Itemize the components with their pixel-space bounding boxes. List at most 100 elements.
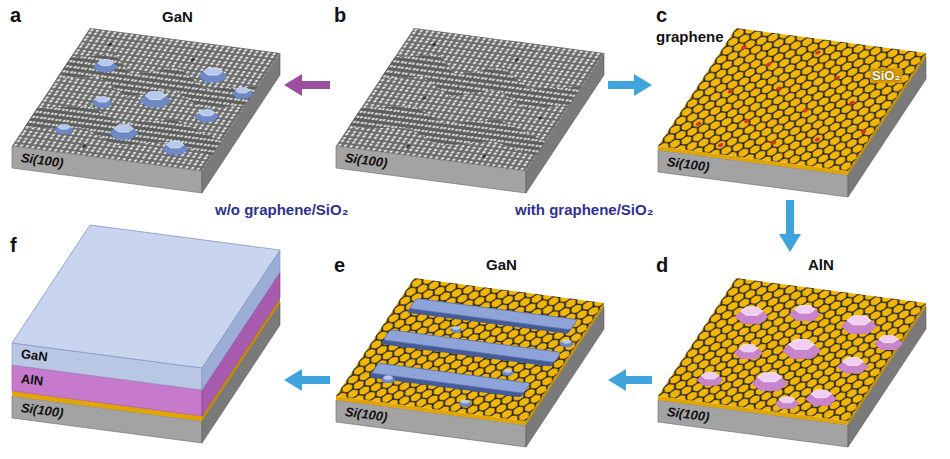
panel-b-art (538, 116, 543, 119)
panel-c-art (658, 28, 926, 171)
layer-label: AlN (20, 371, 44, 389)
panel-c-art (775, 86, 782, 91)
panel-e-art (502, 370, 514, 376)
panel-a-art (140, 92, 171, 108)
panel-c-art (802, 108, 809, 113)
panel-d-art (874, 336, 903, 350)
panel-letter: c (656, 4, 667, 26)
panel-a-art (109, 125, 138, 139)
panel-a-art (54, 124, 73, 134)
panel-b-art (336, 28, 604, 171)
panel-a-art (12, 28, 280, 171)
panel-e-art (336, 278, 604, 421)
substrate-label: Si(100) (344, 150, 388, 170)
panel-c-art (860, 130, 867, 135)
panel-c-art (814, 50, 821, 55)
process-arrow (786, 200, 794, 234)
panel-b-art (422, 96, 427, 99)
panel-d-art (837, 358, 868, 374)
panel-a-art (92, 97, 114, 108)
panel-d-art (752, 373, 788, 391)
panel-e-art (459, 400, 472, 407)
panel-a-art (94, 60, 118, 72)
panel-letter: f (10, 234, 17, 256)
panel-d-art (782, 340, 820, 359)
panel-letter: d (656, 254, 668, 276)
panel-letter: b (334, 4, 346, 26)
substrate-label: Si(100) (20, 400, 64, 420)
panel-c-art (740, 45, 747, 50)
panel-b-art (336, 28, 604, 193)
panel-a-art (20, 100, 232, 159)
panel-b-art (405, 145, 410, 148)
panel-e-art (372, 363, 531, 393)
process-arrow (608, 81, 634, 89)
process-arrow (302, 376, 330, 384)
panel-d-art (775, 397, 799, 409)
panel-b-art (431, 43, 436, 46)
panel-d-art (734, 345, 763, 359)
panel-c-art (834, 76, 841, 81)
panel-e-art (383, 330, 561, 363)
panel-d-art (658, 278, 926, 447)
process-panel: d AlN Si(100) (652, 252, 930, 450)
panel-c-art (658, 28, 926, 171)
panel-b-art (481, 155, 486, 158)
layer-label: GaN (20, 346, 48, 364)
panel-e-art (336, 278, 604, 421)
panel-d-art (658, 278, 926, 421)
panel-a-art (199, 68, 228, 82)
material-label: GaN (486, 256, 517, 273)
panel-a-art (12, 28, 280, 193)
panel-c-art (717, 143, 724, 148)
edge-label: with graphene/SiO₂ (515, 201, 653, 218)
panel-d-art (806, 390, 837, 406)
panel-e-art (381, 376, 395, 383)
panel-e-art (336, 278, 604, 447)
process-panel: fGaN AlN Si(100) (6, 220, 284, 450)
panel-a-art (162, 141, 188, 154)
panel-b-art (374, 49, 590, 114)
panel-e-art (559, 340, 573, 347)
process-panel: c grapheneSiO₂ Si(100) (652, 2, 930, 200)
panel-d-art (841, 316, 877, 334)
panel-e-art (409, 298, 577, 329)
panel-b-art (336, 28, 604, 171)
panel-a-art (81, 145, 86, 148)
panel-c-art (658, 28, 926, 197)
panel-d-art (789, 305, 820, 321)
panel-c-art (679, 41, 912, 164)
panel-f-art (12, 225, 280, 443)
panel-c-art (848, 100, 855, 105)
process-panel: eGaNSi(100) (330, 252, 608, 450)
panel-e-art (450, 327, 462, 333)
panel-a-art (12, 28, 280, 171)
substrate-label: Si(100) (20, 150, 64, 170)
panel-c-art (814, 137, 821, 142)
material-label: AlN (808, 256, 834, 273)
panel-letter: a (10, 4, 21, 26)
panel-c-art (743, 119, 750, 124)
edge-label: w/o graphene/SiO₂ (215, 201, 348, 218)
panel-letter: e (334, 254, 345, 276)
panel-c-art (770, 141, 777, 146)
panel-a-art (190, 58, 195, 61)
panel-a-art (107, 43, 112, 46)
panel-c-art (695, 122, 702, 127)
process-panel: a GaN Si(100) (6, 2, 284, 200)
substrate-label: Si(100) (666, 154, 710, 174)
process-arrow (302, 81, 330, 89)
material-label: GaN (162, 8, 193, 25)
panel-a-art (50, 49, 266, 114)
material-label: SiO₂ (870, 68, 902, 83)
material-label: graphene (656, 28, 724, 45)
panel-b-art (344, 100, 556, 159)
panel-d-art (735, 307, 769, 324)
substrate-label: Si(100) (666, 404, 710, 424)
panel-c-art (765, 62, 772, 67)
process-arrow (626, 376, 652, 384)
